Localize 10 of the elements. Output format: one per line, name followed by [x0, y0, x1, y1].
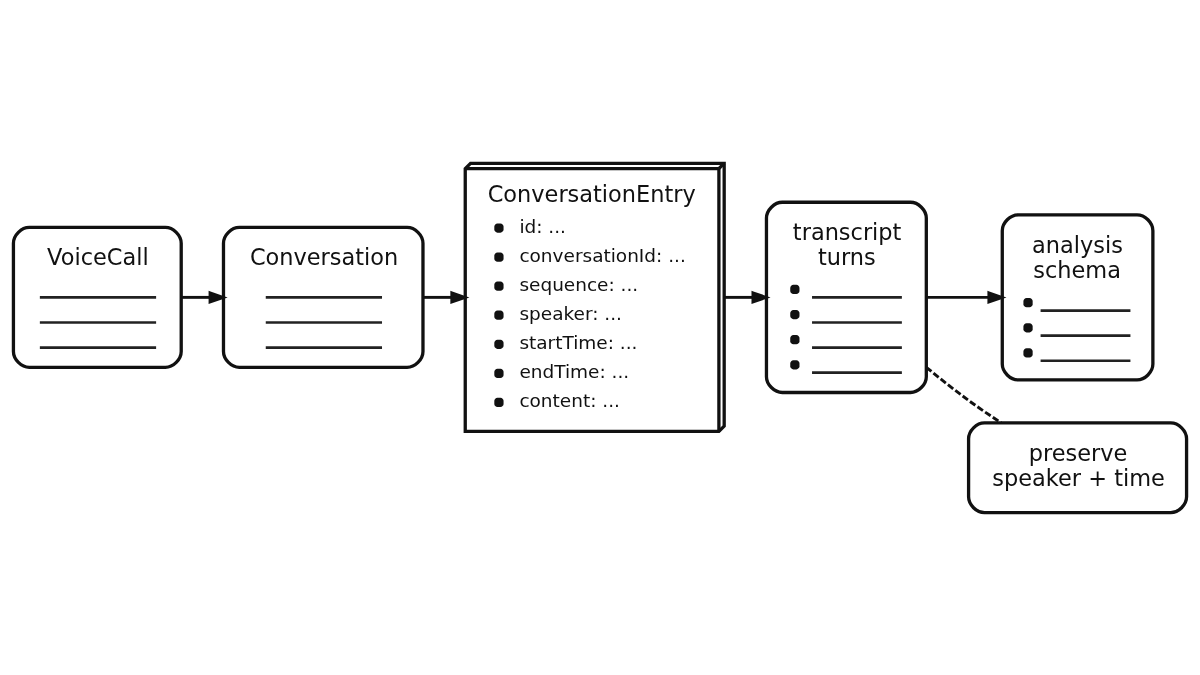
node-box: analysis schema — [1000, 212, 1155, 382]
connector — [925, 365, 1002, 424]
arrow — [926, 290, 1007, 304]
node-box: Conversation — [221, 225, 425, 369]
arrow — [724, 290, 771, 304]
arrow — [181, 290, 228, 304]
node-box: VoiceCall — [11, 225, 183, 369]
arrow — [423, 290, 470, 304]
node-box: transcript turns — [764, 200, 928, 394]
node-box: preserve speaker + time — [966, 420, 1189, 514]
